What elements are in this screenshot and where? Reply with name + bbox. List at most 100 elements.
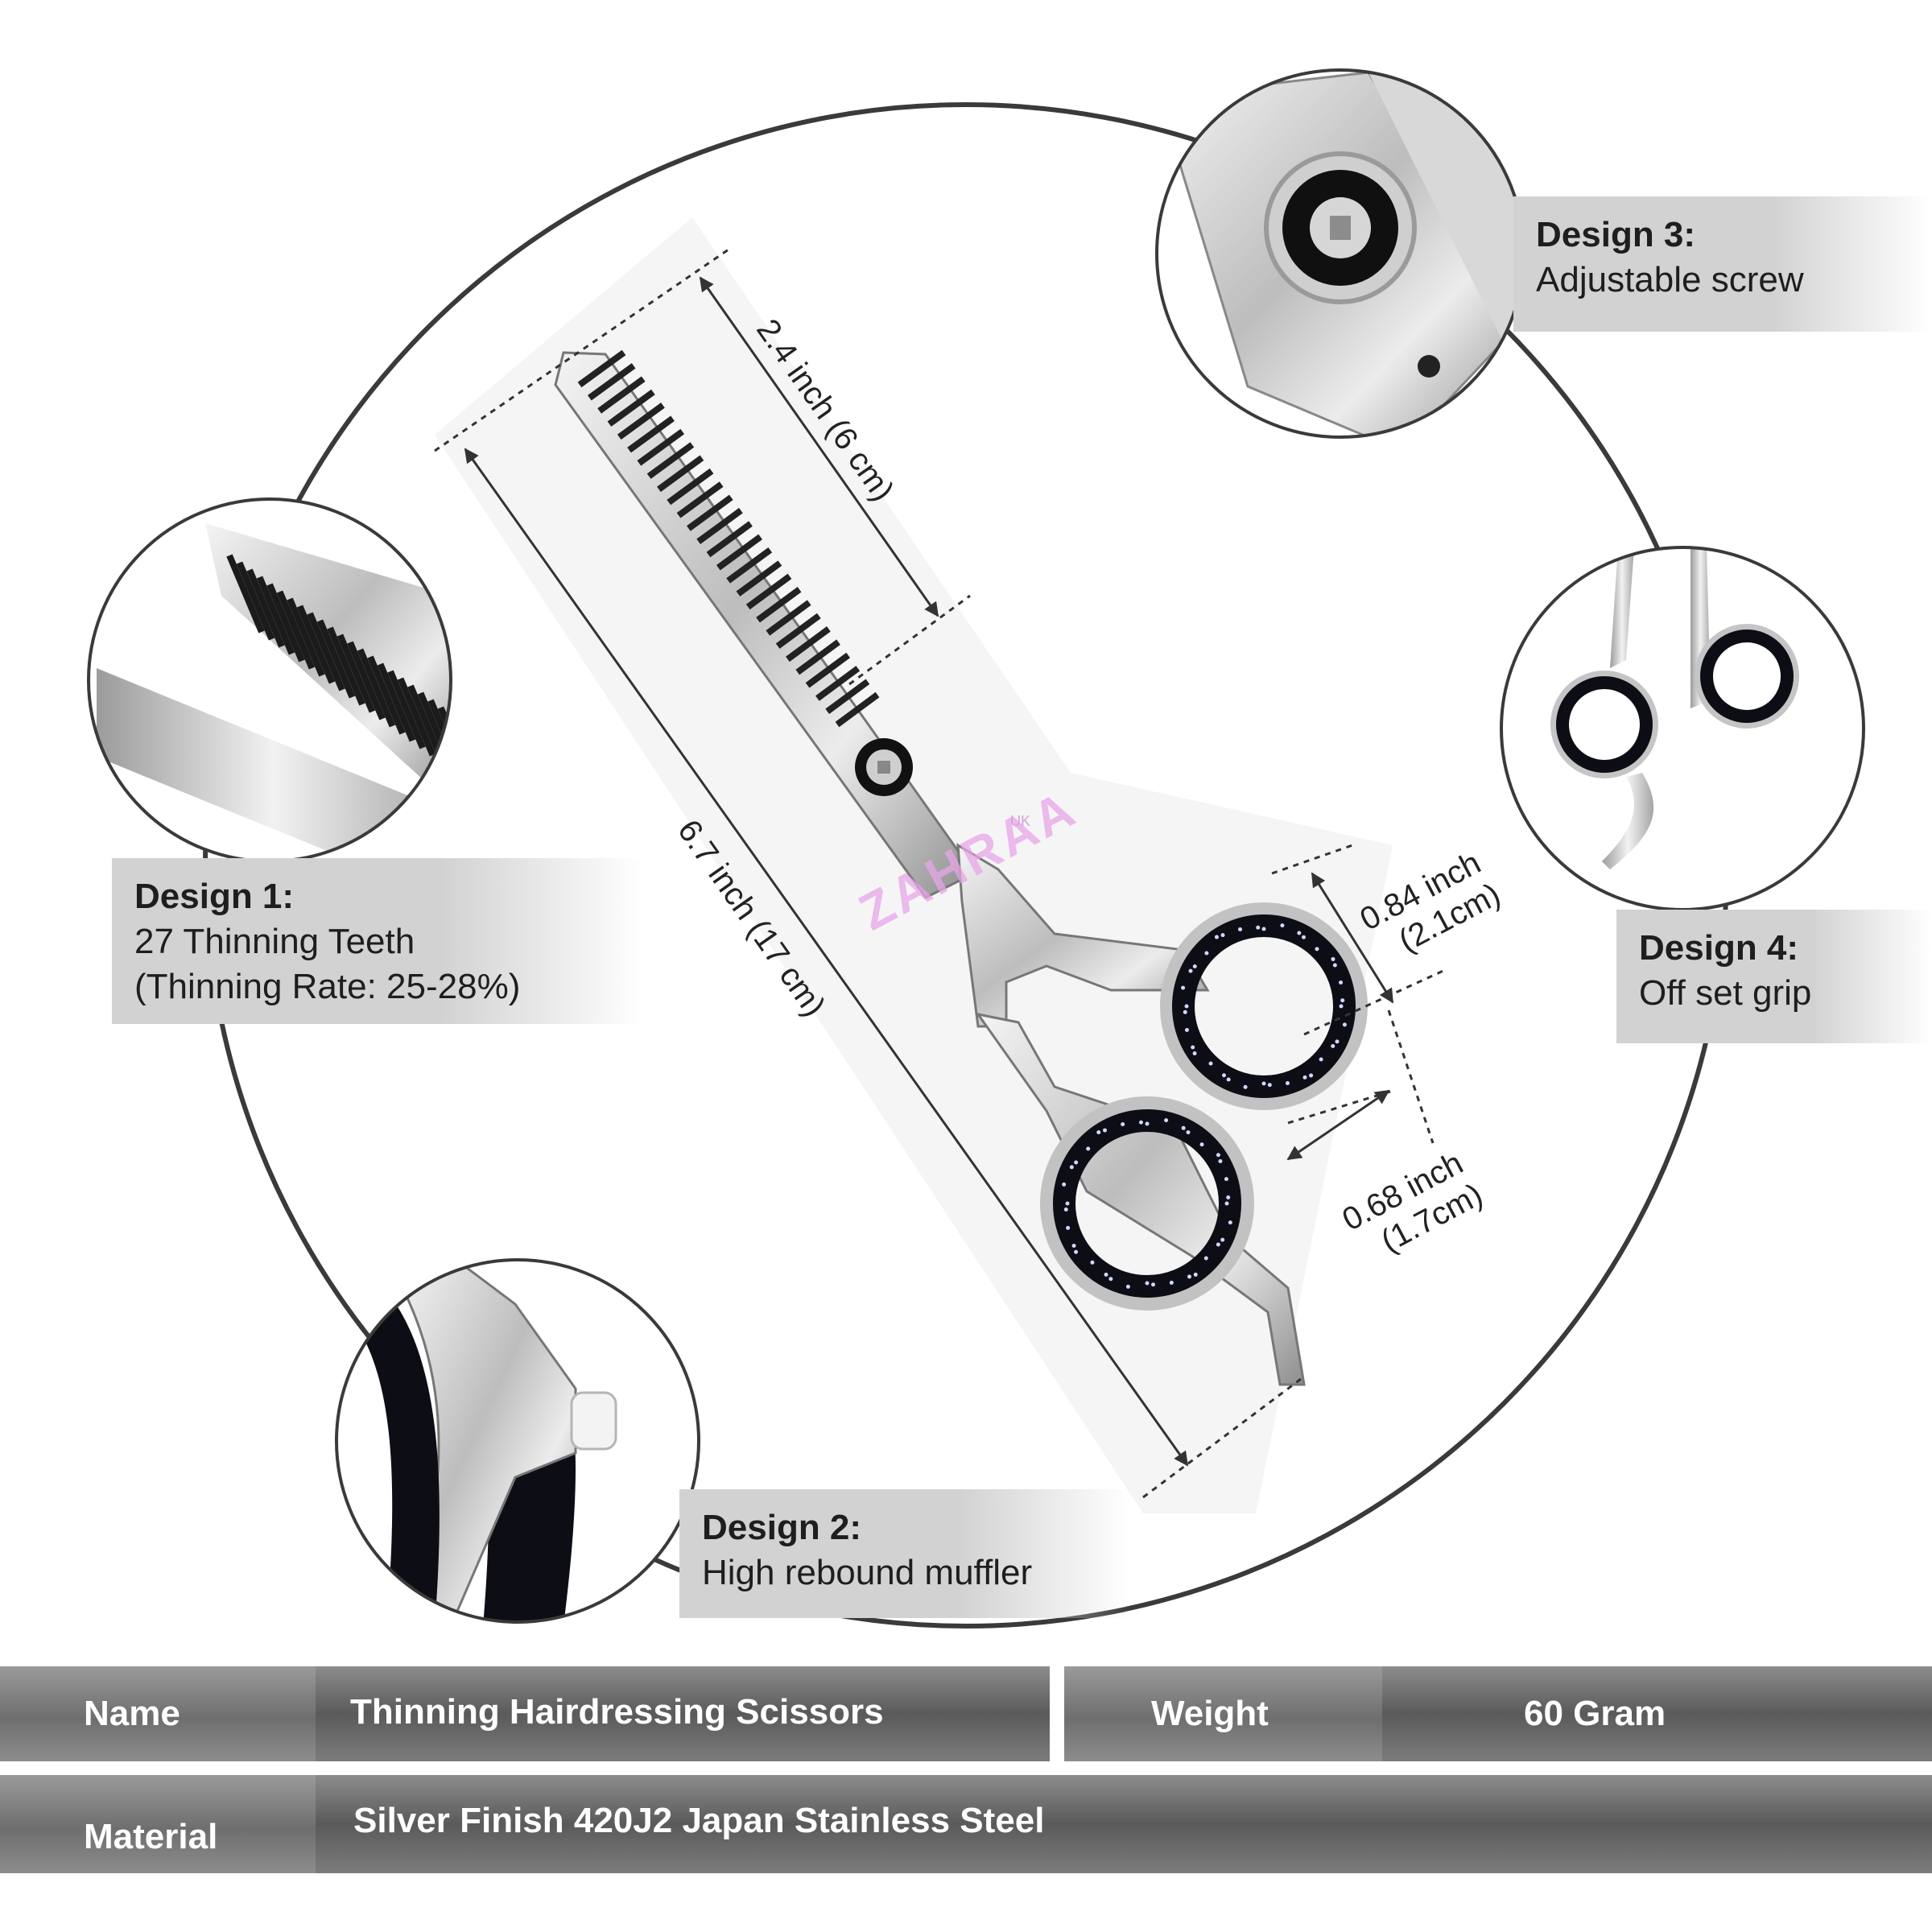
ring-sparkle <box>1066 1225 1071 1230</box>
ring-sparkle <box>1191 1045 1195 1050</box>
ring-sparkle <box>1071 1244 1076 1248</box>
ring-sparkle <box>1226 1195 1231 1199</box>
ring-sparkle <box>1192 964 1197 968</box>
brand-suffix: UK <box>1010 813 1031 829</box>
ring-sparkle <box>1125 1284 1130 1289</box>
spec-material-value: Silver Finish 420J2 Japan Stainless Stee… <box>316 1775 1932 1873</box>
ring-sparkle <box>1331 1044 1335 1048</box>
detail-tooth <box>377 663 416 742</box>
ring-sparkle <box>1342 1022 1347 1027</box>
ring-sparkle <box>1220 1237 1225 1242</box>
ring-sparkle <box>1074 1249 1079 1254</box>
ring-sparkle <box>1183 1009 1187 1014</box>
ring-sparkle <box>1193 1272 1198 1277</box>
dimension-lines <box>434 248 1446 1499</box>
callout-text: (Thinning Rate: 25-28%) <box>134 967 521 1006</box>
detail-tooth <box>287 597 325 677</box>
detail-tooth <box>266 583 305 663</box>
ring-sparkle <box>1238 927 1243 931</box>
ring-sparkle <box>1074 1160 1079 1165</box>
ring-sparkle <box>1184 1004 1189 1009</box>
blade-tooth <box>587 363 636 401</box>
ring-sparkle <box>1216 1242 1220 1247</box>
detail-tooth <box>387 670 426 749</box>
callout-text: High rebound muffler <box>702 1553 1033 1592</box>
ring-sparkle <box>1339 980 1344 985</box>
detail-tooth <box>357 648 396 728</box>
detail-tooth <box>336 634 376 713</box>
detail-tooth <box>226 554 265 634</box>
ring-sparkle <box>1103 1128 1107 1133</box>
ring-sparkle <box>1226 1077 1231 1082</box>
ring-sparkle <box>1224 1201 1229 1206</box>
detail-tooth <box>367 655 406 735</box>
detail-circle-teeth <box>87 497 452 863</box>
ring-sparkle <box>1138 1120 1143 1125</box>
callout-text: Adjustable screw <box>1536 260 1804 299</box>
ring-sparkle <box>1199 1142 1204 1147</box>
ring-sparkle <box>1192 1051 1197 1056</box>
detail-tooth <box>276 590 316 670</box>
ring-sparkle <box>1063 1208 1068 1212</box>
ring-sparkle <box>1151 1282 1156 1287</box>
ring-sparkle <box>1340 998 1345 1003</box>
callout-design-2: Design 2: High rebound muffler <box>679 1489 1130 1618</box>
ring-sparkle <box>1302 935 1306 939</box>
ring-sparkle <box>1145 1121 1150 1126</box>
ring-sparkle <box>1332 963 1337 968</box>
ring-sparkle <box>1104 1272 1108 1277</box>
ring-sparkle <box>1261 1081 1266 1086</box>
blade-tooth <box>607 389 655 427</box>
detail-tooth <box>307 612 345 691</box>
ring-sparkle <box>1188 968 1193 973</box>
ring-sparkle <box>1335 1039 1340 1044</box>
spec-name-value: Thinning Hairdressing Scissors <box>316 1666 1050 1761</box>
callout-title: Design 3: <box>1536 215 1696 254</box>
detail-tooth <box>316 619 356 699</box>
callout-design-4: Design 4: Off set grip <box>1616 910 1932 1043</box>
ring-sparkle <box>1256 925 1261 930</box>
callout-design-3: Design 3: Adjustable screw <box>1513 196 1932 332</box>
ring-sparkle <box>1204 951 1209 956</box>
callout-text: 27 Thinning Teeth <box>134 922 415 961</box>
ring-sparkle <box>1181 1125 1186 1130</box>
ring-sparkle <box>1181 985 1186 990</box>
detail-tooth <box>397 677 436 757</box>
ring-sparkle <box>1164 1118 1169 1123</box>
ring-sparkle <box>1319 1057 1323 1062</box>
ring-sparkle <box>1228 1220 1232 1225</box>
callout-design-1: Design 1: 27 Thinning Teeth (Thinning Ra… <box>112 858 643 1024</box>
ring-sparkle <box>1220 933 1225 938</box>
ring-sparkle <box>1339 1004 1344 1009</box>
ring-sparkle <box>1086 1146 1091 1151</box>
detail-tooth <box>236 561 275 641</box>
ring-sparkle <box>1243 1084 1248 1089</box>
ring-sparkle <box>1216 1153 1220 1158</box>
ring-sparkle <box>1145 1281 1150 1286</box>
blade-tooth <box>597 376 646 414</box>
ring-sparkle <box>1302 1075 1307 1080</box>
ring-sparkle <box>1096 1130 1101 1135</box>
blade-tooth <box>627 415 675 453</box>
detail-circle-grip <box>1500 546 1865 911</box>
ring-sparkle <box>1069 1165 1074 1170</box>
ring-sparkle <box>1187 1274 1191 1279</box>
ring-sparkle <box>1108 1277 1113 1282</box>
ring-sparkle <box>1224 1177 1228 1182</box>
ring-sparkle <box>1297 931 1302 935</box>
ring-sparkle <box>1169 1280 1174 1285</box>
callout-text: Off set grip <box>1639 973 1812 1013</box>
ring-sparkle <box>1208 1061 1213 1066</box>
ring-sparkle <box>1121 1122 1125 1127</box>
ring-sparkle <box>1218 1159 1223 1163</box>
blade-tooth <box>577 349 626 388</box>
ring-sparkle <box>1090 1260 1095 1265</box>
ring-sparkle <box>1203 1256 1208 1261</box>
ring-sparkle <box>1184 1027 1189 1032</box>
ring-sparkle <box>1280 923 1285 928</box>
blade-tooth <box>617 402 665 440</box>
ring-sparkle <box>1267 1083 1272 1088</box>
detail-circle-muffler <box>335 1258 700 1624</box>
ring-sparkle <box>1062 1182 1067 1187</box>
